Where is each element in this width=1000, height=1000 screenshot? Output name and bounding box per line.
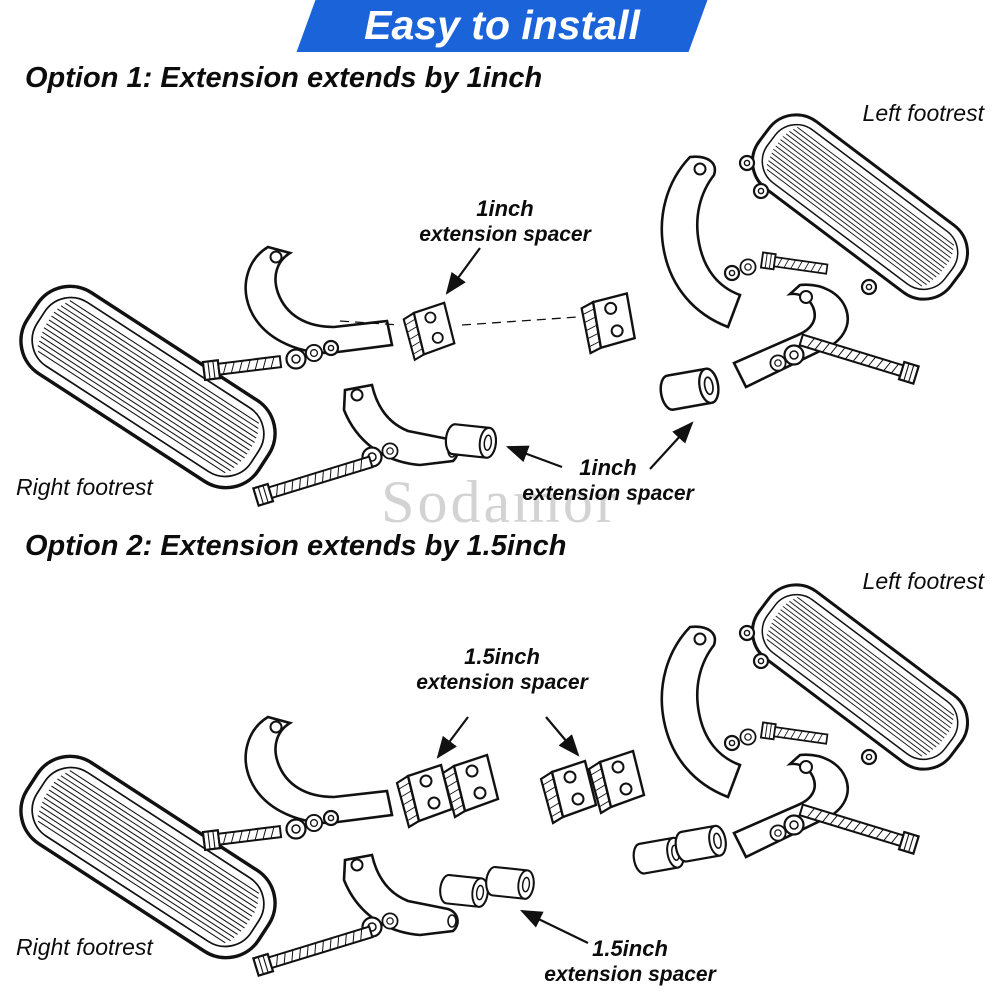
extension-spacer-cylinder [483, 865, 537, 901]
option1-heading: Option 1: Extension extends by 1inch [25, 62, 543, 94]
option2-diagram [0, 565, 1000, 1000]
spacer-size-text: 1inch [579, 455, 637, 480]
extension-spacer-block [577, 289, 639, 358]
extension-spacer-cylinder [656, 365, 723, 413]
extension-spacer-block [539, 759, 598, 825]
option2-spacer-callout-top: 1.5inch extension spacer [372, 644, 632, 696]
option2-left-footrest-label: Left footrest [862, 568, 984, 594]
extension-spacer-cylinder [437, 873, 491, 909]
option2-right-footrest-label: Right footrest [16, 934, 153, 960]
spacer-size-text: 1.5inch [592, 936, 668, 961]
extension-spacer-block [402, 301, 456, 361]
arrow-to-spacer [505, 445, 563, 469]
option2-spacer-parts [395, 749, 730, 909]
option1-spacer-callout-top: 1inch extension spacer [375, 196, 635, 248]
spacer-size-text: 1inch [476, 196, 534, 221]
option1-left-footrest-label: Left footrest [862, 100, 984, 126]
extension-spacer-cylinder [443, 422, 499, 460]
footrest-assembly [6, 571, 981, 975]
option1-callout-arrows [445, 247, 694, 470]
banner-title: Easy to install [364, 2, 640, 48]
option1-diagram [0, 95, 1000, 530]
spacer-caption-text: extension spacer [419, 223, 591, 247]
option1-spacer-parts [339, 289, 723, 460]
extension-spacer-cylinder [672, 823, 730, 864]
arrow-to-spacer [445, 247, 481, 295]
option2-callout-arrows [436, 716, 589, 944]
option2-heading: Option 2: Extension extends by 1.5inch [25, 530, 567, 562]
banner: Easy to install [296, 0, 708, 52]
spacer-caption-text: extension spacer [416, 671, 588, 695]
spacer-caption-text: extension spacer [544, 963, 716, 987]
arrow-to-spacer [520, 910, 589, 944]
option2-spacer-callout-bottom: 1.5inch extension spacer [500, 936, 760, 988]
arrow-to-spacer [649, 421, 694, 470]
arrow-to-spacer [436, 716, 469, 759]
option1-spacer-callout-bottom: 1inch extension spacer [478, 455, 738, 507]
spacer-size-text: 1.5inch [464, 644, 540, 669]
spacer-caption-text: extension spacer [522, 482, 694, 506]
option1-right-footrest-label: Right footrest [16, 474, 153, 500]
extension-spacer-block [587, 749, 646, 815]
arrow-to-spacer [545, 716, 580, 757]
